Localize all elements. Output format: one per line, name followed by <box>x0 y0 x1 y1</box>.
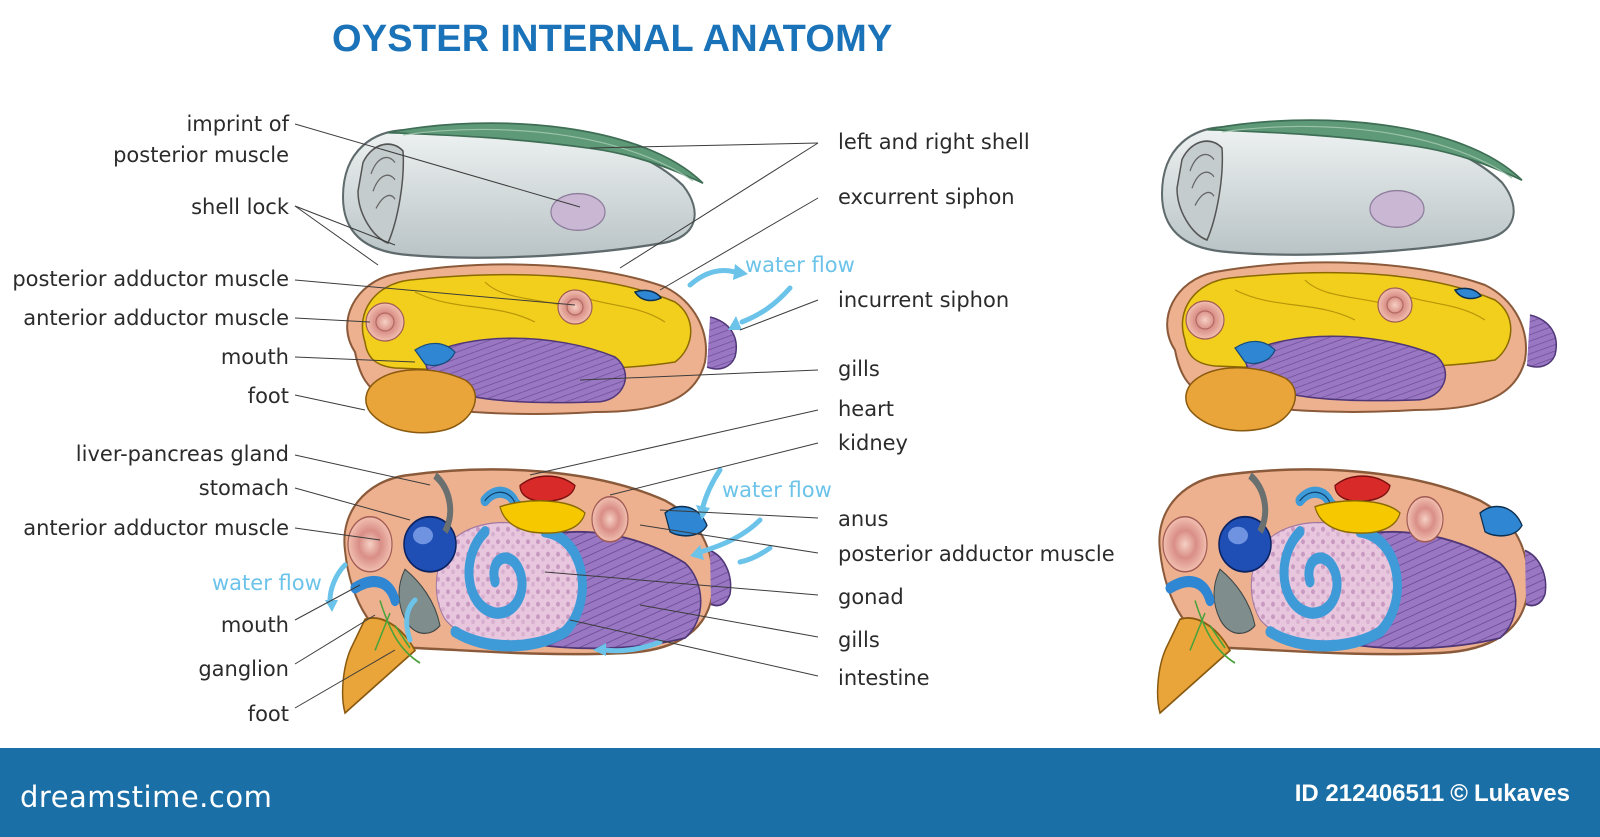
water-flow-arrows <box>327 268 793 654</box>
image-credit: ID 212406511©Lukaves <box>1289 780 1570 808</box>
label-gonad: gonad <box>838 585 904 609</box>
label-gills-2: gills <box>838 628 880 652</box>
label-anterior-adductor-muscle: anterior adductor muscle <box>23 306 289 330</box>
internal-organs-illustration-copy <box>1158 469 1546 713</box>
label-posterior-adductor-muscle-2: posterior adductor muscle <box>838 542 1115 566</box>
label-water-flow-2: water flow <box>722 478 832 502</box>
image-id: ID 212406511 <box>1294 780 1445 807</box>
page-title: OYSTER INTERNAL ANATOMY <box>332 18 893 60</box>
label-mouth: mouth <box>220 345 289 369</box>
label-imprint-line2: posterior muscle <box>113 143 289 167</box>
label-heart: heart <box>838 397 894 421</box>
label-gills: gills <box>838 357 880 381</box>
footer-bar <box>0 748 1600 837</box>
label-foot-2: foot <box>247 702 289 726</box>
internal-organs-illustration <box>343 469 731 713</box>
leader-lines <box>294 123 819 709</box>
label-stomach: stomach <box>198 476 289 500</box>
label-kidney: kidney <box>838 431 908 455</box>
label-left-and-right-shell: left and right shell <box>838 130 1030 154</box>
author-name[interactable]: Lukaves <box>1473 780 1570 807</box>
label-ganglion: ganglion <box>198 657 289 681</box>
label-water-flow-3: water flow <box>212 571 322 595</box>
mantle-illustration-copy <box>1166 261 1558 432</box>
label-foot: foot <box>247 384 289 408</box>
label-intestine: intestine <box>838 666 930 690</box>
label-mouth-2: mouth <box>220 613 289 637</box>
label-posterior-adductor-muscle: posterior adductor muscle <box>12 267 289 291</box>
label-imprint-line1: imprint of <box>186 112 289 136</box>
copyright-symbol: © <box>1450 780 1468 807</box>
oyster-illustration <box>294 118 1558 748</box>
label-incurrent-siphon: incurrent siphon <box>838 288 1010 312</box>
label-excurrent-siphon: excurrent siphon <box>838 185 1015 209</box>
brand-logo-text[interactable]: dreamstime.com <box>20 780 273 814</box>
label-liver-pancreas-gland: liver-pancreas gland <box>75 442 289 466</box>
label-shell-lock: shell lock <box>191 195 289 219</box>
label-anterior-adductor-muscle-2: anterior adductor muscle <box>23 516 289 540</box>
label-anus: anus <box>838 507 889 531</box>
label-water-flow-1: water flow <box>745 253 855 277</box>
shell-illustration-copy <box>1160 118 1524 256</box>
